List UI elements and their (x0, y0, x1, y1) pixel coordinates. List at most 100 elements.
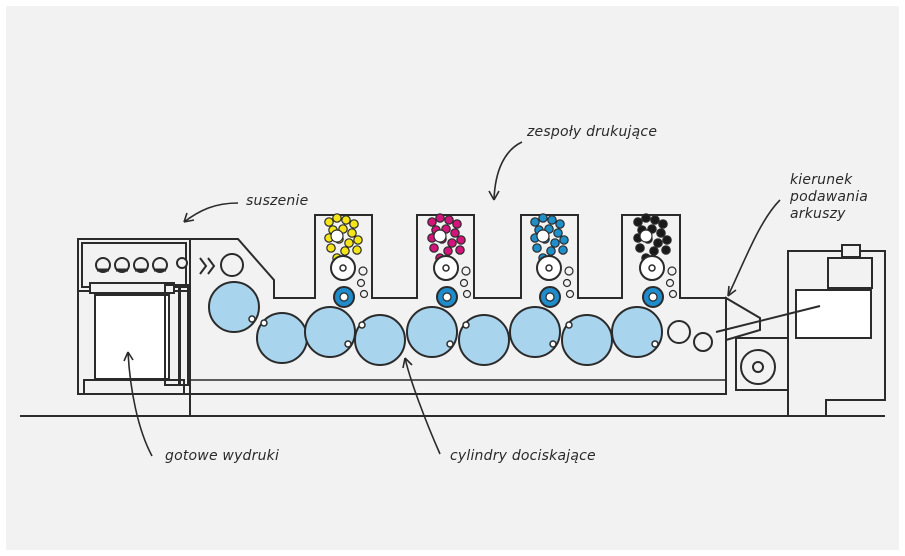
delivery-unit (77, 238, 191, 395)
impression-cylinder (561, 314, 613, 366)
ink-roller (662, 235, 672, 245)
arrow-printing-units (493, 141, 523, 201)
annotation-arrows (123, 141, 781, 457)
ink-roller (344, 238, 354, 248)
ink-roller (641, 213, 651, 223)
printing-unit-yellow (324, 213, 369, 308)
cylinder-gripper (565, 321, 573, 329)
ink-roller (538, 213, 548, 223)
ink-roller (455, 245, 465, 255)
side-roller (461, 266, 471, 276)
arrow-sheet-feed (727, 199, 781, 297)
cylinder-gripper (344, 340, 352, 348)
impression-cylinder (509, 306, 561, 358)
ink-roller (450, 228, 460, 238)
cylinder-gripper (260, 319, 268, 327)
feeder-unit (715, 244, 886, 417)
ink-roller (536, 229, 550, 243)
ink-roller (429, 243, 439, 253)
printing-unit-cyan (530, 213, 575, 308)
ink-roller (635, 243, 645, 253)
ink-roller (649, 246, 659, 256)
ink-roller (550, 238, 560, 248)
ink-roller (547, 215, 557, 225)
ink-roller (435, 213, 445, 223)
impression-cylinder (611, 306, 663, 358)
ink-roller (326, 243, 336, 253)
impression-cylinder (406, 306, 458, 358)
ink-roller (443, 246, 453, 256)
ink-roller (330, 229, 344, 243)
ink-roller (447, 238, 457, 248)
ink-roller (546, 246, 556, 256)
impression-cylinder (458, 314, 510, 366)
plate-cylinder (536, 255, 562, 281)
ink-roller (349, 219, 359, 229)
ink-roller (427, 217, 437, 227)
impression-cylinder (354, 314, 406, 366)
ink-roller (656, 228, 666, 238)
arrow-drying (183, 202, 239, 223)
label-drying: suszenie (246, 193, 309, 209)
ink-roller (452, 219, 462, 229)
arrow-finished-prints (127, 351, 153, 457)
plate-cylinder (433, 255, 459, 281)
ink-roller (558, 245, 568, 255)
ink-roller (347, 228, 357, 238)
ink-roller (650, 215, 660, 225)
plate-cylinder (330, 255, 356, 281)
label-sheet-feed-line2: podawania (790, 189, 869, 205)
ink-roller (633, 217, 643, 227)
cylinder-gripper (549, 340, 557, 348)
printing-units (324, 213, 678, 308)
printing-unit-magenta (427, 213, 472, 308)
label-sheet-feed: kierunek podawania arkuszy (790, 172, 868, 223)
printing-unit-black (633, 213, 678, 308)
side-roller (668, 289, 678, 299)
side-roller (564, 266, 574, 276)
ink-roller (433, 229, 447, 243)
arrow-impression-cylinders (404, 357, 441, 455)
label-sheet-feed-line1: kierunek (790, 172, 853, 188)
ink-roller (332, 213, 342, 223)
ink-roller (444, 215, 454, 225)
label-printing-units: zespoły drukujące (527, 124, 658, 140)
label-sheet-feed-line3: arkuszy (790, 206, 846, 222)
ink-roller (661, 245, 671, 255)
side-roller (358, 266, 368, 276)
ink-roller (341, 215, 351, 225)
ink-roller (639, 229, 653, 243)
cylinder-gripper (358, 321, 366, 329)
plate-cylinder (639, 255, 665, 281)
ink-roller (352, 245, 362, 255)
side-roller (359, 289, 369, 299)
ink-roller (353, 235, 363, 245)
cylinder-gripper (651, 340, 659, 348)
side-roller (665, 278, 675, 288)
cylinder-gripper (248, 315, 256, 323)
ink-roller (658, 219, 668, 229)
side-roller (459, 278, 469, 288)
ink-roller (324, 217, 334, 227)
impression-cylinder (208, 281, 260, 333)
impression-cylinder (304, 306, 356, 358)
base-rail (189, 379, 727, 395)
side-roller (565, 289, 575, 299)
ink-roller (532, 243, 542, 253)
ink-roller (340, 246, 350, 256)
cylinder-gripper (462, 321, 470, 329)
side-roller (356, 278, 366, 288)
ink-roller (456, 235, 466, 245)
ink-roller (553, 228, 563, 238)
side-roller (462, 289, 472, 299)
ink-roller (559, 235, 569, 245)
side-roller (562, 278, 572, 288)
label-finished-prints: gotowe wydruki (165, 448, 280, 464)
label-impression-cylinders: cylindry dociskające (450, 448, 596, 464)
ink-roller (653, 238, 663, 248)
cylinder-gripper (446, 340, 454, 348)
impression-cylinders (208, 281, 663, 366)
side-roller (667, 266, 677, 276)
